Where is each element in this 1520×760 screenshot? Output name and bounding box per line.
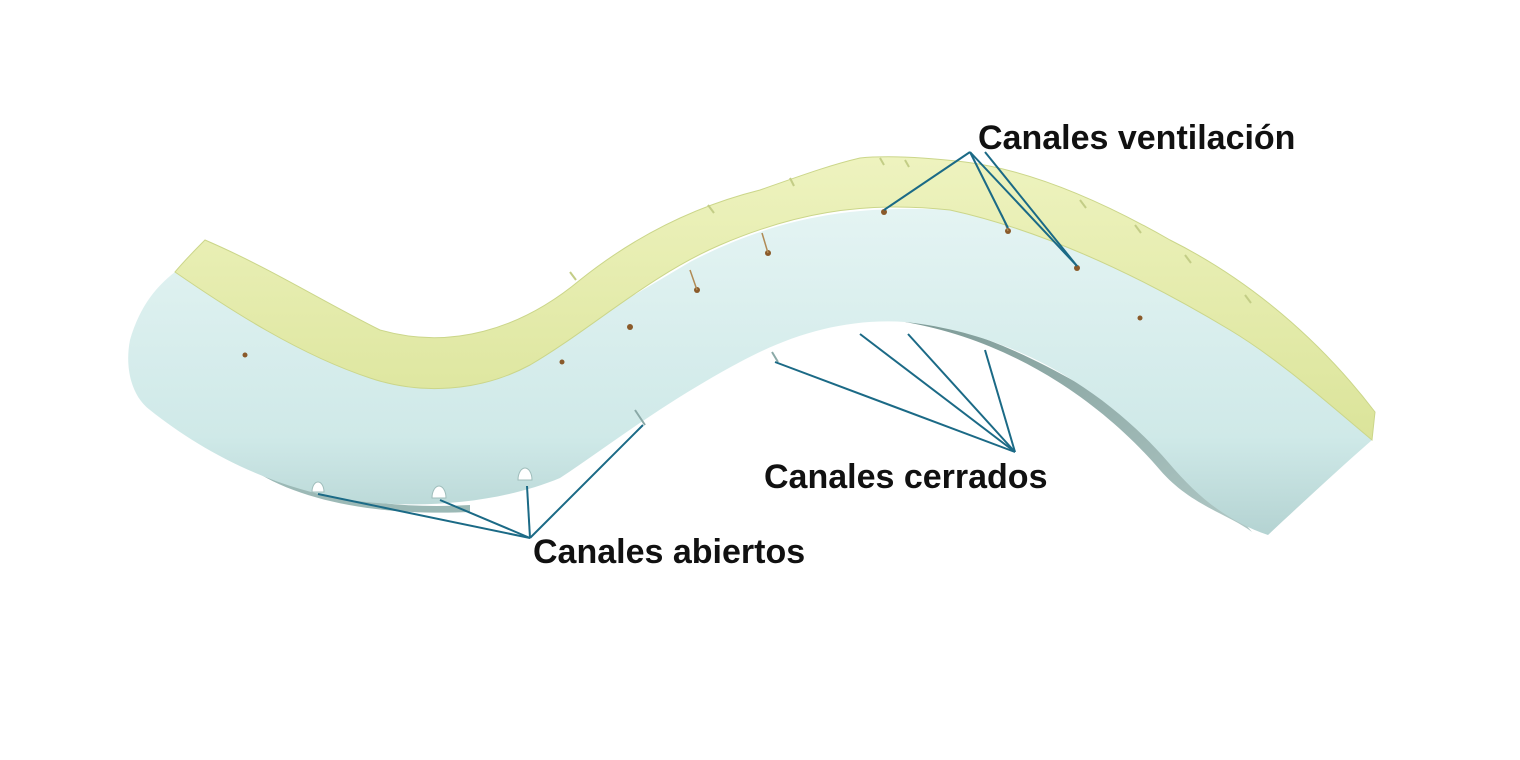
- hole: [559, 359, 565, 365]
- leader-lines: [317, 151, 1078, 539]
- open-channels: [311, 467, 533, 499]
- label-open-channels: Canales abiertos: [533, 533, 806, 571]
- hole: [1137, 315, 1143, 321]
- hole: [627, 324, 633, 330]
- foam-top-layer: [174, 156, 1376, 441]
- surface-notches: [569, 157, 1252, 304]
- foam-underside-right: [905, 318, 1252, 532]
- hole: [1074, 265, 1080, 271]
- foam-base-layer: [128, 208, 1373, 536]
- hole: [881, 209, 887, 215]
- hole: [242, 352, 248, 358]
- open-channel-slits: [634, 351, 779, 426]
- label-closed-channels: Canales cerrados: [764, 458, 1048, 496]
- label-ventilation-channels: Canales ventilación: [978, 119, 1296, 157]
